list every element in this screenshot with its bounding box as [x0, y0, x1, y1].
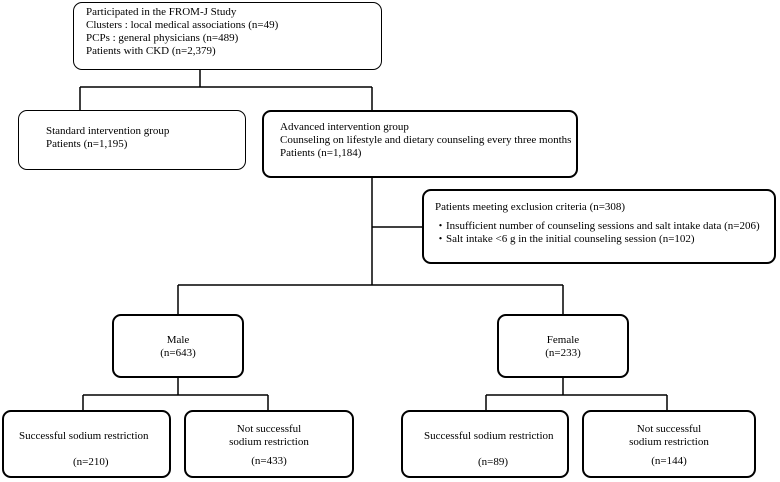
exclusion-item-salt-intake: ・Salt intake <6 g in the initial counsel… [435, 233, 695, 245]
study-title: Participated in the FROM-J Study [86, 6, 237, 18]
female-box: Female (n=233) [497, 314, 629, 378]
male-successful-count: (n=210) [73, 456, 109, 468]
standard-patients: Patients (n=1,195) [46, 138, 128, 150]
male-label: Male [166, 334, 190, 346]
study-pcps: PCPs : general physicians (n=489) [86, 32, 239, 44]
study-clusters: Clusters : local medical associations (n… [86, 19, 279, 31]
advanced-patients: Patients (n=1,184) [280, 147, 362, 159]
standard-intervention-box: Standard intervention group Patients (n=… [18, 110, 246, 170]
male-box: Male (n=643) [112, 314, 244, 378]
exclusion-box: Patients meeting exclusion criteria (n=3… [422, 189, 776, 264]
advanced-title: Advanced intervention group [280, 121, 409, 133]
female-not-successful-count: (n=144) [651, 455, 687, 467]
female-label: Female [546, 334, 580, 346]
female-count: (n=233) [545, 347, 581, 359]
advanced-counseling: Counseling on lifestyle and dietary coun… [280, 134, 572, 146]
female-not-successful-line2: sodium restriction [629, 436, 709, 448]
male-count: (n=643) [160, 347, 196, 359]
study-patients: Patients with CKD (n=2,379) [86, 45, 216, 57]
male-successful-label: Successful sodium restriction [19, 430, 149, 442]
female-successful-count: (n=89) [478, 456, 509, 468]
male-not-successful-line2: sodium restriction [229, 436, 309, 448]
advanced-intervention-box: Advanced intervention group Counseling o… [262, 110, 578, 178]
male-not-successful-count: (n=433) [251, 455, 287, 467]
study-box: Participated in the FROM-J Study Cluster… [73, 2, 382, 70]
exclusion-item-insufficient: ・Insufficient number of counseling sessi… [435, 220, 760, 232]
standard-title: Standard intervention group [46, 125, 170, 137]
female-successful-box: Successful sodium restriction (n=89) [401, 410, 569, 478]
exclusion-title: Patients meeting exclusion criteria (n=3… [435, 201, 626, 213]
male-not-successful-box: Not successful sodium restriction (n=433… [184, 410, 354, 478]
female-not-successful-line1: Not successful [636, 423, 702, 435]
female-not-successful-box: Not successful sodium restriction (n=144… [582, 410, 756, 478]
male-not-successful-line1: Not successful [236, 423, 302, 435]
female-successful-label: Successful sodium restriction [424, 430, 554, 442]
male-successful-box: Successful sodium restriction (n=210) [2, 410, 171, 478]
